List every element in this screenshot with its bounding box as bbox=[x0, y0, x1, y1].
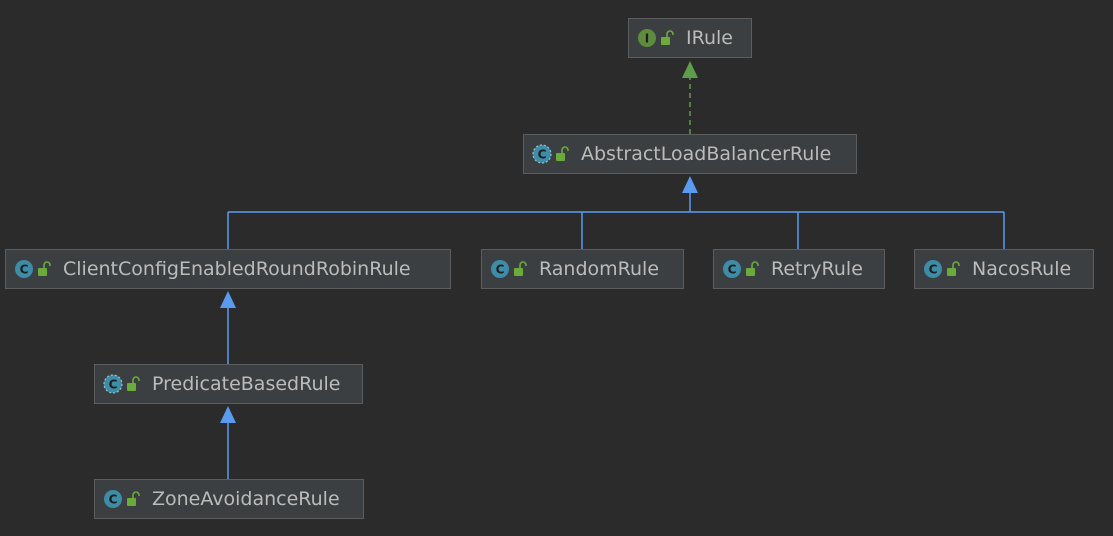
extends-arrowhead bbox=[220, 291, 236, 308]
class-icon: C bbox=[924, 260, 942, 278]
node-retry-rule[interactable]: C RetryRule bbox=[713, 249, 885, 289]
class-icon: C bbox=[723, 260, 741, 278]
edge-implements-alb-irule bbox=[682, 61, 698, 134]
edge-extends-children-alb bbox=[227, 176, 1005, 249]
class-icon: C bbox=[15, 260, 33, 278]
unlock-icon bbox=[661, 30, 674, 45]
unlock-icon bbox=[514, 261, 527, 276]
node-abstract-load-balancer-rule[interactable]: C AbstractLoadBalancerRule bbox=[523, 134, 857, 174]
extends-arrowhead bbox=[220, 406, 236, 423]
unlock-icon bbox=[127, 491, 140, 506]
implements-arrowhead bbox=[682, 61, 698, 78]
svg-text:C: C bbox=[109, 378, 118, 392]
svg-text:C: C bbox=[929, 263, 938, 277]
node-irule[interactable]: I IRule bbox=[628, 18, 752, 58]
node-label: ZoneAvoidanceRule bbox=[152, 488, 340, 510]
node-label: RetryRule bbox=[771, 258, 863, 280]
abstract-class-icon: C bbox=[532, 144, 552, 164]
svg-text:C: C bbox=[538, 148, 547, 162]
node-label: AbstractLoadBalancerRule bbox=[581, 143, 832, 165]
node-label: ClientConfigEnabledRoundRobinRule bbox=[63, 258, 411, 280]
node-label: RandomRule bbox=[539, 258, 660, 280]
interface-icon: I bbox=[638, 29, 656, 47]
unlock-icon bbox=[556, 146, 569, 161]
svg-text:C: C bbox=[109, 493, 118, 507]
edge-extends-pbr-ccer bbox=[220, 291, 236, 364]
node-client-config-enabled-round-robin-rule[interactable]: C ClientConfigEnabledRoundRobinRule bbox=[5, 249, 451, 289]
unlock-icon bbox=[38, 261, 51, 276]
unlock-icon bbox=[127, 376, 140, 391]
node-zone-avoidance-rule[interactable]: C ZoneAvoidanceRule bbox=[94, 479, 364, 519]
abstract-class-icon: C bbox=[103, 374, 123, 394]
class-icon: C bbox=[104, 490, 122, 508]
svg-text:I: I bbox=[645, 32, 649, 46]
class-icon: C bbox=[491, 260, 509, 278]
svg-text:C: C bbox=[496, 263, 505, 277]
node-predicate-based-rule[interactable]: C PredicateBasedRule bbox=[94, 364, 363, 404]
node-label: IRule bbox=[686, 27, 733, 49]
edge-extends-zar-pbr bbox=[220, 406, 236, 479]
node-label: NacosRule bbox=[972, 258, 1072, 280]
node-nacos-rule[interactable]: C NacosRule bbox=[914, 249, 1094, 289]
unlock-icon bbox=[746, 261, 759, 276]
svg-text:C: C bbox=[728, 263, 737, 277]
unlock-icon bbox=[947, 261, 960, 276]
node-random-rule[interactable]: C RandomRule bbox=[481, 249, 684, 289]
svg-text:C: C bbox=[20, 263, 29, 277]
node-label: PredicateBasedRule bbox=[152, 373, 341, 395]
extends-arrowhead bbox=[682, 176, 698, 193]
